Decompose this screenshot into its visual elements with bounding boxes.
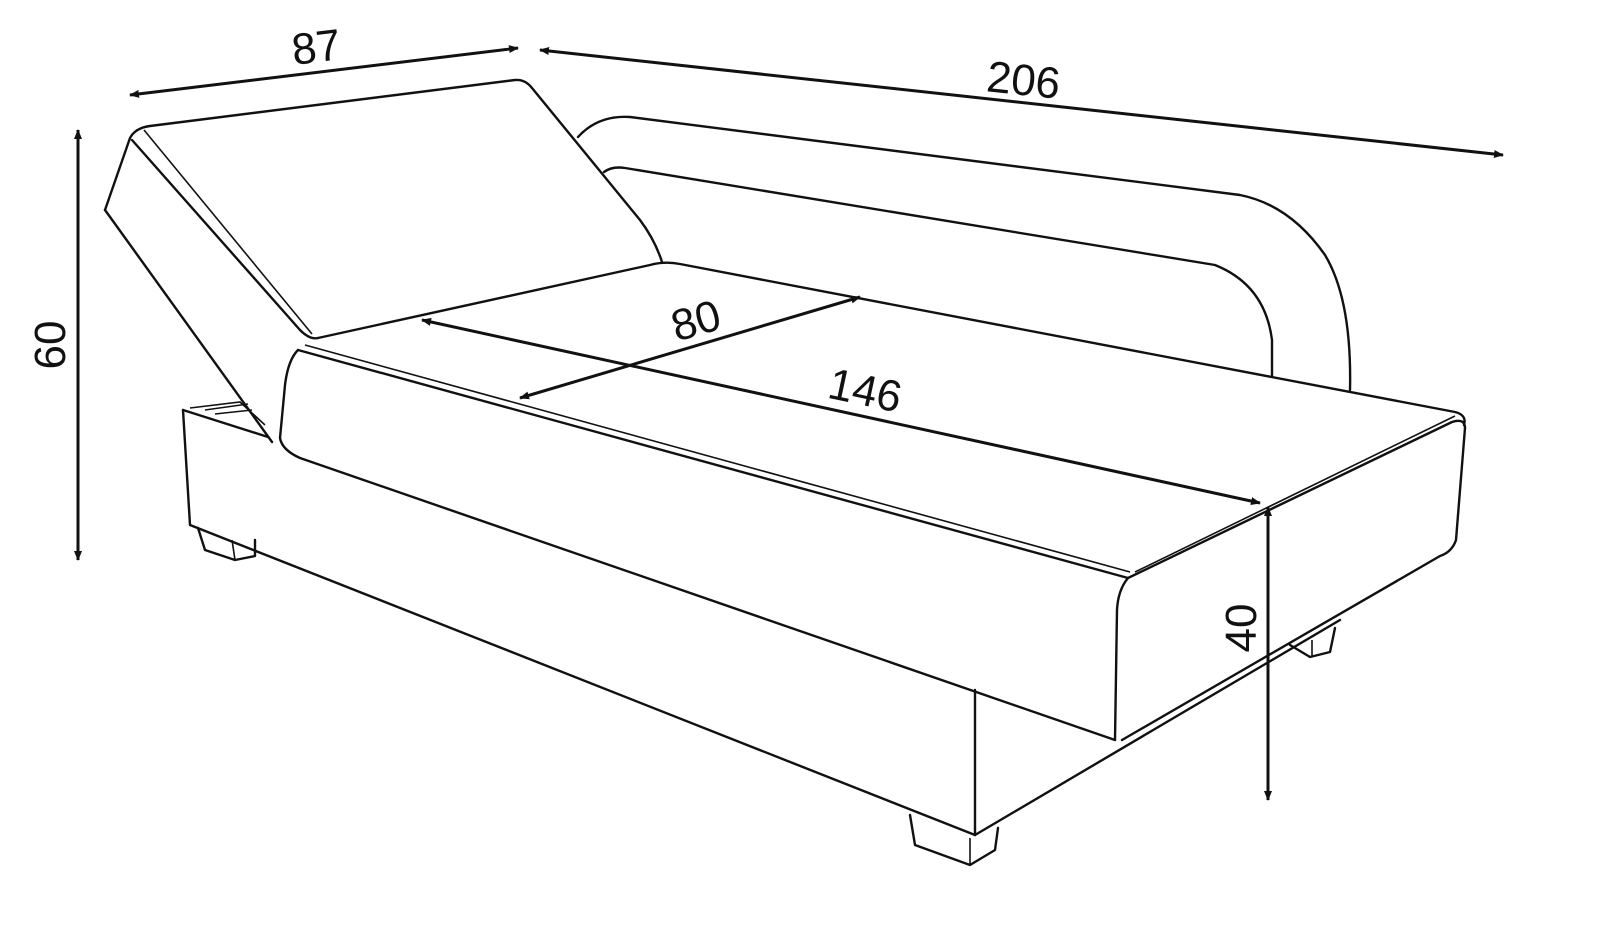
headrest-left-edge bbox=[103, 208, 274, 444]
base-right bbox=[973, 618, 1342, 837]
dimension-depth: 87 bbox=[129, 20, 519, 98]
seat-top-back bbox=[316, 261, 1466, 427]
dimension-seat-length: 146 bbox=[421, 318, 1261, 505]
dimension-length: 206 bbox=[539, 46, 1504, 159]
dimension-label-depth: 87 bbox=[289, 20, 344, 75]
mattress-top-edge-inner bbox=[304, 344, 1131, 573]
mattress-right-top-inner bbox=[1134, 415, 1456, 573]
headrest-inner-edge bbox=[130, 138, 320, 340]
dimension-height: 60 bbox=[26, 129, 82, 561]
mattress-right-top bbox=[1126, 419, 1467, 580]
mattress-front-left bbox=[278, 348, 1117, 742]
base-left bbox=[181, 408, 977, 837]
dimension-seat-depth: 80 bbox=[519, 291, 861, 400]
foot-right bbox=[1288, 626, 1337, 659]
headrest bbox=[103, 78, 664, 264]
base-recess-lines bbox=[204, 403, 253, 415]
foot-left-line bbox=[231, 539, 236, 561]
dimension-label-length: 206 bbox=[984, 52, 1062, 108]
mattress-right-face bbox=[1120, 426, 1467, 742]
dimension-label-seat-length: 146 bbox=[824, 359, 906, 422]
armrest-inner bbox=[602, 166, 1274, 378]
headrest-crease bbox=[143, 129, 313, 335]
dimension-label-height: 60 bbox=[26, 321, 75, 370]
mattress-front-corner bbox=[1113, 576, 1130, 742]
foot-front bbox=[908, 813, 1000, 867]
sofa-drawing bbox=[103, 78, 1467, 867]
base-top-left bbox=[181, 408, 270, 439]
dimension-label-seat-height: 40 bbox=[1217, 604, 1266, 653]
armrest-outer bbox=[576, 115, 1352, 392]
dimension-seat-height: 40 bbox=[1217, 506, 1272, 801]
dimension-label-seat-depth: 80 bbox=[666, 291, 727, 352]
base-recess bbox=[189, 401, 266, 426]
